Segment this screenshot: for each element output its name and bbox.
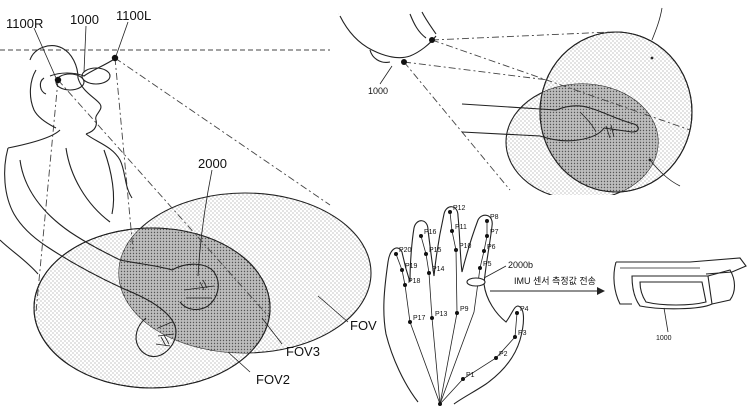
- label-imu-transmission: IMU 센서 측정값 전송: [514, 275, 596, 286]
- joint-p4: [515, 311, 519, 315]
- label-1000-left: 1000: [70, 12, 99, 27]
- joint-label-p14: P14: [432, 266, 445, 273]
- label-2000b: 2000b: [508, 260, 533, 270]
- joint-label-p10: P10: [459, 243, 472, 250]
- label-1100r: 1100R: [6, 16, 43, 31]
- projection-line: [114, 57, 331, 206]
- label-fov3: FOV3: [286, 344, 320, 359]
- label-fov2: FOV2: [256, 372, 290, 387]
- joint-label-p7: P7: [490, 229, 499, 236]
- person-illustration: [0, 45, 219, 358]
- joint-label-p4: P4: [520, 306, 529, 313]
- projection-line: [35, 79, 59, 313]
- joint-p0: [438, 402, 442, 406]
- joint-label-p11: P11: [455, 224, 467, 231]
- projection-line: [57, 79, 271, 319]
- joint-label-p13: P13: [435, 311, 448, 318]
- right-camera-dot: [54, 76, 62, 84]
- joint-p13: [430, 316, 434, 320]
- label-1000-bottom: 1000: [656, 335, 672, 342]
- label-1000-top: 1000: [368, 86, 388, 96]
- camera-dot-a: [401, 59, 407, 65]
- joint-p6: [482, 249, 486, 253]
- joint-label-p18: P18: [408, 278, 421, 285]
- camera-dot-b: [429, 37, 435, 43]
- joint-p15: [424, 252, 428, 256]
- joint-label-p2: P2: [499, 351, 508, 358]
- skeleton-lines: [395, 211, 518, 405]
- joint-label-p8: P8: [490, 214, 499, 221]
- joint-label-p1: P1: [466, 372, 475, 379]
- joint-label-p9: P9: [460, 306, 469, 313]
- joint-p10: [454, 248, 458, 252]
- joint-p2: [494, 356, 498, 360]
- joint-label-p19: P19: [405, 263, 418, 270]
- left-panel: 1100R 1000 1100L 2000 FOV FOV3 FOV2: [0, 8, 377, 389]
- label-fov: FOV: [350, 318, 377, 333]
- ring-device: [466, 277, 486, 287]
- joint-p8: [485, 219, 489, 223]
- joint-label-p5: P5: [483, 261, 492, 268]
- joint-p11: [450, 229, 454, 233]
- top-right-panel: 1000: [339, 7, 693, 195]
- joint-label-p17: P17: [413, 315, 426, 322]
- joint-label-p20: P20: [399, 247, 412, 254]
- joint-label-p3: P3: [518, 330, 527, 337]
- projection-line: [114, 57, 134, 251]
- joint-p16: [419, 234, 423, 238]
- label-1100l: 1100L: [116, 8, 151, 23]
- joint-label-p6: P6: [487, 244, 496, 251]
- smart-glasses-illustration: 1000: [613, 257, 747, 342]
- joint-label-p15: P15: [429, 247, 442, 254]
- joint-p7: [485, 234, 489, 238]
- joint-p17: [408, 320, 412, 324]
- label-2000: 2000: [198, 156, 227, 171]
- joint-label-p16: P16: [424, 229, 437, 236]
- joint-p18: [403, 283, 407, 287]
- joint-p1: [461, 377, 465, 381]
- joint-p5: [478, 266, 482, 270]
- left-camera-dot: [111, 54, 119, 62]
- fov3-overlap-region: [119, 228, 270, 353]
- joint-p14: [427, 271, 431, 275]
- joint-p19: [400, 268, 404, 272]
- joint-p12: [448, 210, 452, 214]
- joint-p3: [513, 335, 517, 339]
- hand-outline: [383, 206, 525, 405]
- joint-p20: [394, 252, 398, 256]
- joint-p9: [455, 311, 459, 315]
- joint-label-p12: P12: [453, 205, 466, 212]
